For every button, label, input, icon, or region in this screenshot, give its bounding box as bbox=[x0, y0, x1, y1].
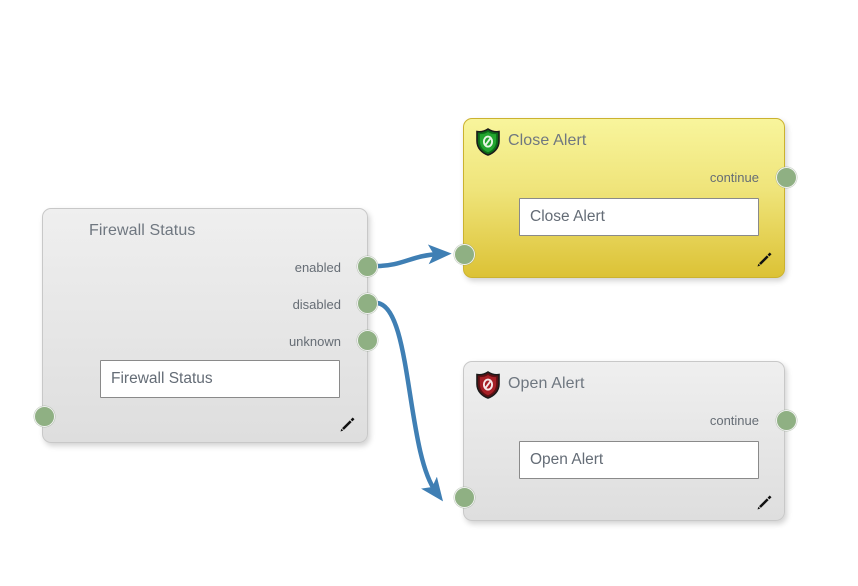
output-label-enabled: enabled bbox=[294, 260, 341, 275]
node-value-input[interactable] bbox=[519, 198, 759, 236]
shield-green-icon bbox=[475, 128, 501, 156]
port-close-alert-continue[interactable] bbox=[776, 167, 797, 188]
node-value-input[interactable] bbox=[519, 441, 759, 479]
output-label-unknown: unknown bbox=[288, 334, 341, 349]
pencil-icon[interactable] bbox=[339, 416, 356, 433]
port-open-alert-input[interactable] bbox=[454, 487, 475, 508]
port-firewall-status-disabled[interactable] bbox=[357, 293, 378, 314]
pencil-icon[interactable] bbox=[756, 494, 773, 511]
port-open-alert-continue[interactable] bbox=[776, 410, 797, 431]
output-label-continue: continue bbox=[709, 413, 759, 428]
port-close-alert-input[interactable] bbox=[454, 244, 475, 265]
node-title: Firewall Status bbox=[89, 222, 196, 239]
node-open-alert[interactable]: Open Alert continue bbox=[463, 361, 785, 521]
output-label-continue: continue bbox=[709, 170, 759, 185]
node-value-input[interactable] bbox=[100, 360, 340, 398]
node-title: Open Alert bbox=[508, 375, 585, 392]
pencil-icon[interactable] bbox=[756, 251, 773, 268]
node-close-alert[interactable]: Close Alert continue bbox=[463, 118, 785, 278]
edge-disabled-to-open-alert[interactable] bbox=[374, 300, 444, 502]
node-title: Close Alert bbox=[508, 132, 587, 149]
port-firewall-status-unknown[interactable] bbox=[357, 330, 378, 351]
edge-enabled-to-close-alert[interactable] bbox=[374, 244, 452, 269]
shield-red-icon bbox=[475, 371, 501, 399]
port-firewall-status-input[interactable] bbox=[34, 406, 55, 427]
output-label-disabled: disabled bbox=[292, 297, 341, 312]
node-firewall-status[interactable]: Firewall Status enabled disabled unknown bbox=[42, 208, 368, 443]
port-firewall-status-enabled[interactable] bbox=[357, 256, 378, 277]
